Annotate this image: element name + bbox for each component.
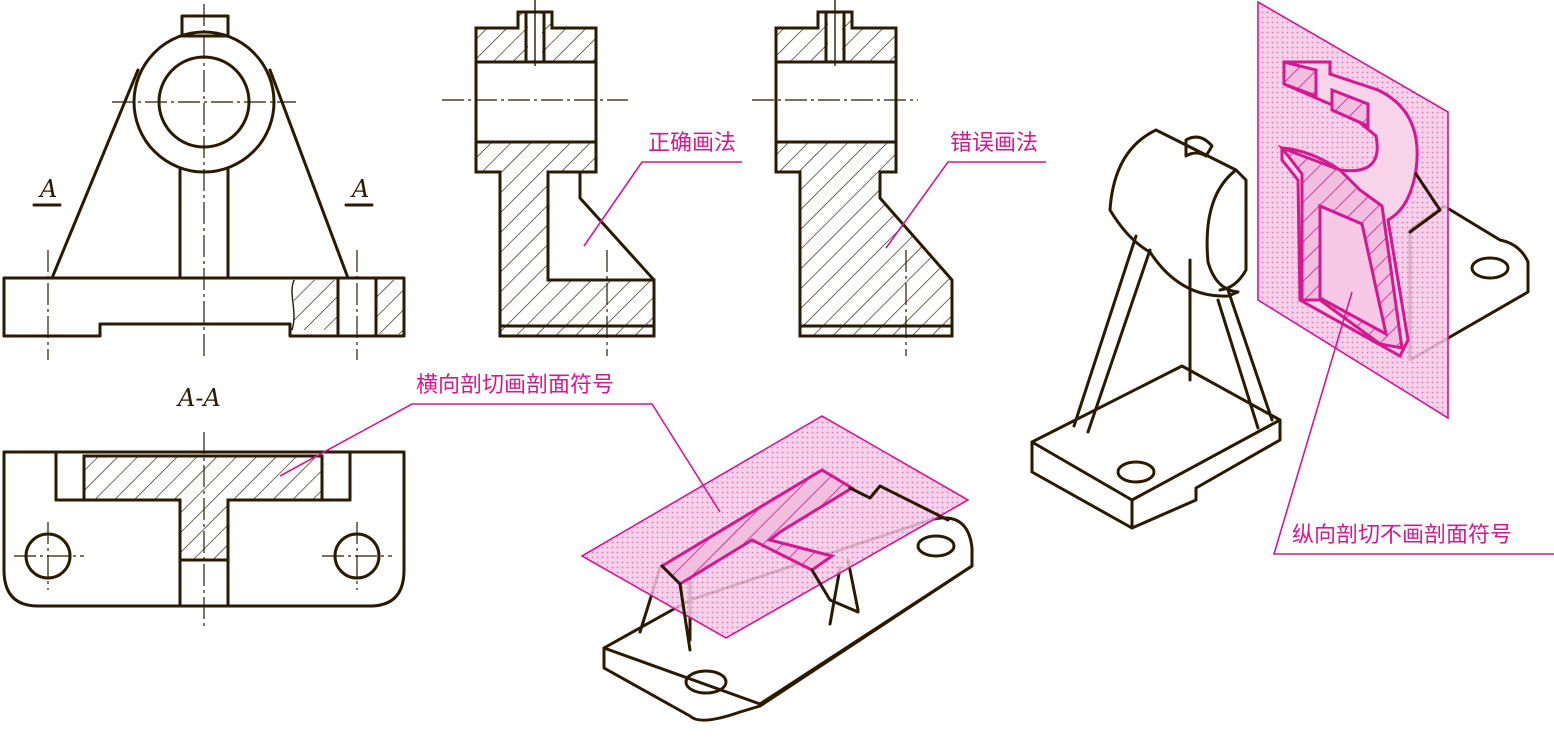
- cut-mark-right: A: [350, 175, 369, 203]
- label-transverse: 横向剖切画剖面符号: [416, 373, 614, 398]
- annotations: 正确画法 错误画法 横向剖切画剖面符号 纵向剖切不画剖面符号: [279, 131, 1554, 555]
- side-view-correct: [442, 0, 656, 356]
- front-view: A A: [2, 4, 406, 360]
- section-title: A-A: [176, 384, 221, 412]
- side-view-wrong: [752, 0, 954, 356]
- section-view-a-a: A-A: [2, 384, 406, 630]
- cut-mark-left: A: [38, 175, 57, 203]
- iso-transverse-cut: [580, 415, 974, 722]
- iso-longitudinal-cut: [1030, 0, 1530, 530]
- label-longitudinal: 纵向剖切不画剖面符号: [1292, 523, 1512, 548]
- label-wrong: 错误画法: [950, 131, 1038, 156]
- label-correct: 正确画法: [648, 131, 736, 156]
